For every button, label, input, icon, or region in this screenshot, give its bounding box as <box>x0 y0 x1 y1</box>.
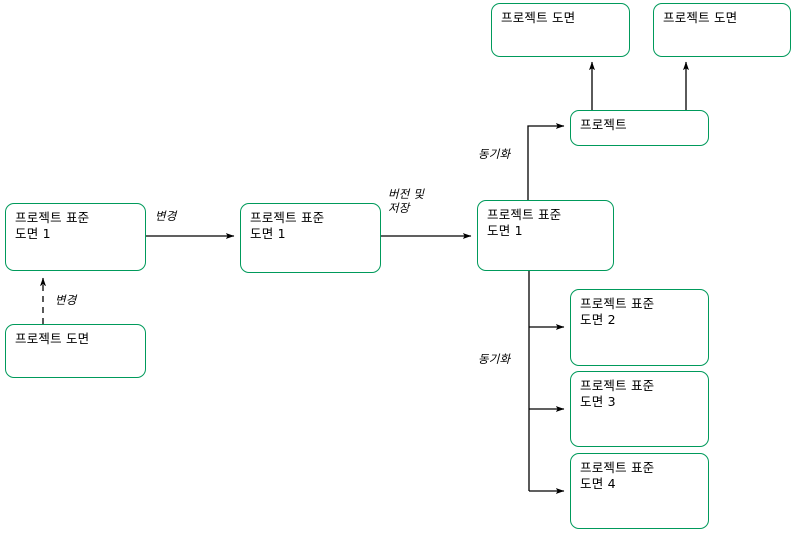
node-std-drawing-1-b[interactable]: 프로젝트 표준 도면 1 <box>240 203 381 273</box>
edge-label-change-2: 변경 <box>55 293 77 307</box>
edge-label-change-1: 변경 <box>155 209 177 223</box>
node-project-drawing-bottom[interactable]: 프로젝트 도면 <box>5 324 146 378</box>
edge-label-sync-top: 동기화 <box>478 147 511 161</box>
edge-sync-trunk <box>528 271 565 494</box>
edge-label-sync-bottom: 동기화 <box>478 352 511 366</box>
node-std-drawing-1-c[interactable]: 프로젝트 표준 도면 1 <box>477 200 614 271</box>
node-std-drawing-3[interactable]: 프로젝트 표준 도면 3 <box>570 371 709 447</box>
node-std-drawing-2[interactable]: 프로젝트 표준 도면 2 <box>570 289 709 366</box>
edge-sync-project <box>527 122 565 200</box>
node-project[interactable]: 프로젝트 <box>570 110 709 146</box>
node-std-drawing-4[interactable]: 프로젝트 표준 도면 4 <box>570 453 709 529</box>
node-std-drawing-1-a[interactable]: 프로젝트 표준 도면 1 <box>5 203 146 271</box>
node-project-drawing-top-right[interactable]: 프로젝트 도면 <box>653 3 791 57</box>
node-project-drawing-top-left[interactable]: 프로젝트 도면 <box>491 3 630 57</box>
edge-label-version-save: 버전 및 저장 <box>388 187 425 215</box>
